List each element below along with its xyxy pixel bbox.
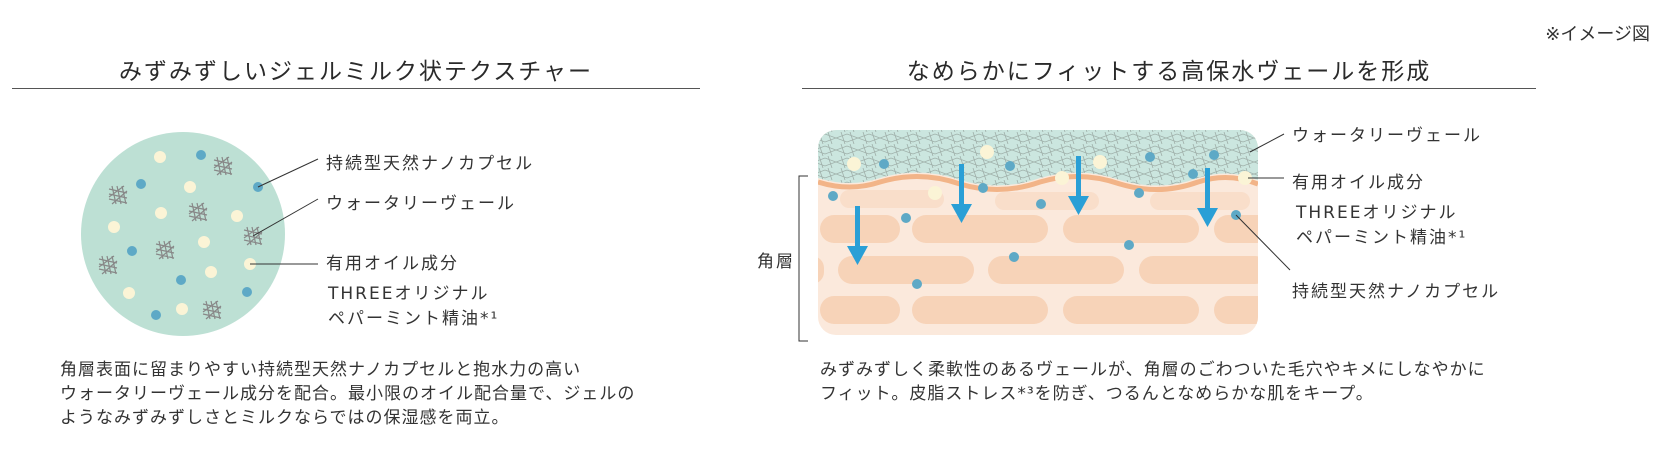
left-oil-sub-1: THREEオリジナル: [328, 284, 490, 304]
texture-circle: [81, 132, 285, 336]
stratum-label: 角層: [757, 252, 795, 272]
left-oil-sub-2: ペパーミント精油*¹: [328, 309, 500, 329]
right-title: なめらかにフィットする高保水ヴェールを形成: [906, 59, 1432, 85]
left-label-oil-sub: THREEオリジナル ペパーミント精油*¹: [328, 282, 499, 332]
right-oil-sub-2: ペパーミント精油*¹: [1296, 228, 1468, 248]
right-oil-sub-1: THREEオリジナル: [1296, 203, 1458, 223]
left-label-water-veil: ウォータリーヴェール: [326, 194, 516, 214]
left-label-oil: 有用オイル成分: [326, 254, 459, 274]
image-note: ※イメージ図: [1545, 24, 1650, 45]
right-label-nanocapsule: 持続型天然ナノカプセル: [1292, 282, 1501, 302]
right-divider: [802, 88, 1536, 89]
left-divider: [12, 88, 700, 89]
right-description: みずみずしく柔軟性のあるヴェールが、角層のごわついた毛穴やキメにしなやかに フィ…: [820, 360, 1486, 404]
left-description: 角層表面に留まりやすい持続型天然ナノカプセルと抱水力の高い ウォータリーヴェール…: [60, 360, 636, 428]
right-label-oil-sub: THREEオリジナル ペパーミント精油*¹: [1296, 201, 1467, 251]
left-label-nanocapsule: 持続型天然ナノカプセル: [326, 154, 535, 174]
left-title: みずみずしいジェルミルク状テクスチャー: [118, 59, 594, 85]
right-label-water-veil: ウォータリーヴェール: [1292, 126, 1482, 146]
right-label-oil: 有用オイル成分: [1292, 173, 1425, 193]
